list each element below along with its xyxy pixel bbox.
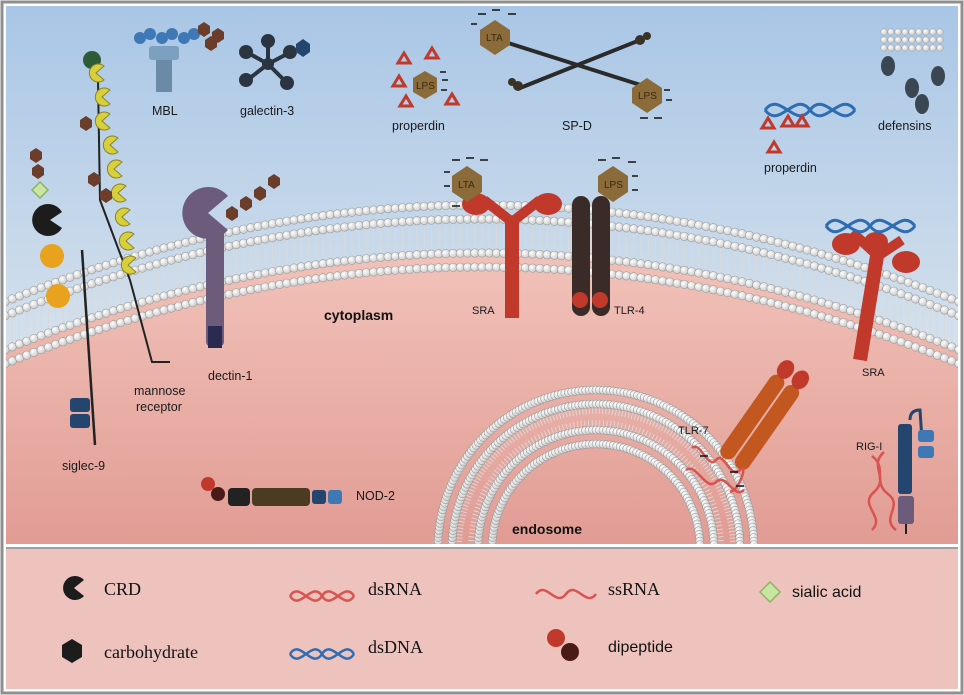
svg-text:LPS: LPS — [604, 180, 623, 191]
dsrna-icon — [288, 590, 356, 602]
svg-text:LTA: LTA — [486, 33, 503, 44]
galectin-3-molecule — [239, 34, 310, 90]
legend-dsdna-label: dsDNA — [368, 637, 423, 657]
sra-left-label: SRA — [472, 305, 495, 317]
defensins-molecule — [880, 28, 945, 114]
sialic-acid-icon — [758, 580, 782, 604]
legend-ssrna: ssRNA — [534, 579, 660, 600]
sra-left-receptor: LTA — [444, 157, 562, 318]
legend-carbohydrate: carbohydrate — [62, 639, 198, 663]
carbohydrate-icon — [62, 639, 82, 663]
properdin-right-label: properdin — [764, 161, 817, 175]
cytoplasm-label: cytoplasm — [324, 307, 393, 323]
legend-dsrna-label: dsRNA — [368, 579, 422, 599]
dectin-1-receptor — [182, 174, 280, 348]
legend-dipeptide: dipeptide — [547, 629, 673, 661]
mannose-receptor-label-line1: mannose — [134, 384, 185, 398]
tlr-4-label: TLR-4 — [614, 305, 645, 317]
rig-i-label: RIG-I — [856, 441, 882, 453]
dectin-1-label: dectin-1 — [208, 369, 253, 383]
ssrna-icon — [534, 588, 598, 600]
svg-text:LPS: LPS — [638, 91, 657, 102]
legend-sialic-acid: sialic acid — [758, 580, 861, 604]
properdin-top-label: properdin — [392, 119, 445, 133]
dsdna-icon — [288, 648, 356, 660]
legend-ssrna-label: ssRNA — [608, 579, 660, 599]
tlr-7-label: TLR-7 — [678, 425, 709, 437]
siglec-9-receptor — [30, 148, 97, 446]
legend-carbohydrate-label: carbohydrate — [104, 642, 198, 662]
tlr-7-receptor — [685, 360, 810, 494]
legend-dsdna: dsDNA — [288, 637, 423, 660]
mbl-molecule — [134, 22, 224, 92]
tlr-4-receptor: LPS — [572, 157, 638, 316]
sra-right-label: SRA — [862, 367, 885, 379]
legend-dipeptide-label: dipeptide — [608, 639, 673, 656]
svg-text:LPS: LPS — [416, 81, 435, 92]
dipeptide-icon — [547, 629, 579, 661]
nod-2-label: NOD-2 — [356, 489, 395, 503]
mbl-label: MBL — [152, 104, 178, 118]
svg-text:LTA: LTA — [458, 180, 475, 191]
sra-right-receptor — [824, 218, 920, 362]
mannose-receptor-label-line2: receptor — [136, 400, 182, 414]
endosome-label: endosome — [512, 521, 582, 537]
legend-crd-label: CRD — [104, 579, 141, 599]
defensins-label: defensins — [878, 119, 932, 133]
legend-sialic-acid-label: sialic acid — [792, 584, 861, 601]
siglec-9-label: siglec-9 — [62, 459, 105, 473]
crd-icon — [63, 576, 84, 600]
galectin-3-label: galectin-3 — [240, 104, 294, 118]
properdin-top-molecule: LPS — [390, 45, 461, 108]
legend-crd: CRD — [63, 576, 141, 600]
legend-dsrna: dsRNA — [288, 579, 422, 602]
legend-panel — [6, 548, 958, 689]
plasma-membrane — [6, 200, 958, 369]
sp-d-label: SP-D — [562, 119, 592, 133]
sp-d-molecule: LTA LPS — [471, 9, 672, 119]
rig-i-receptor — [867, 408, 934, 534]
endosome-vesicle — [433, 385, 759, 544]
properdin-right-molecule — [759, 102, 857, 154]
nod-2-receptor — [201, 477, 342, 506]
mannose-receptor — [80, 51, 170, 363]
